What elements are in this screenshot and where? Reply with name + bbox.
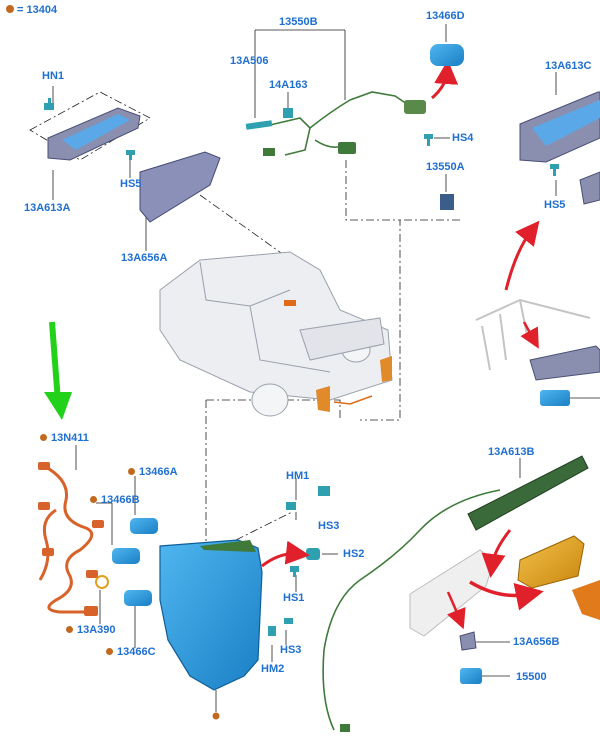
sports-bar-lamp — [529, 345, 600, 381]
label-14a163: 14A163 — [269, 79, 308, 91]
truck-tail-lamp-right — [380, 356, 392, 382]
high-mount-lamp-right — [519, 91, 600, 205]
label-hs5-right: HS5 — [544, 199, 566, 211]
harness-end-connector — [340, 724, 350, 732]
label-13n411-wrap: 13N411 — [40, 432, 89, 445]
red-arrow-to-lamp — [481, 529, 512, 578]
label-hm1: HM1 — [286, 470, 310, 482]
connector-14a163 — [283, 108, 293, 118]
tail-lamp-gasket — [200, 540, 256, 552]
fastener-hs1 — [290, 566, 299, 577]
label-13466d: 13466D — [426, 10, 465, 22]
fastener-hm1 — [286, 486, 330, 510]
fastener-hs2 — [306, 548, 320, 560]
label-13550a: 13550A — [426, 161, 465, 173]
label-hm2: HM2 — [261, 663, 285, 675]
label-hn1: HN1 — [42, 70, 65, 82]
red-arrow-to-amber — [469, 580, 544, 611]
connector-13a506 — [245, 120, 273, 130]
harness-connector-2 — [338, 142, 356, 154]
bracket-13a656b — [459, 631, 477, 651]
cargo-lamp-harness — [322, 489, 501, 731]
truck-harness-highlight — [333, 395, 373, 405]
legend: = 13404 — [6, 4, 57, 16]
label-hs3-bottom: HS3 — [280, 644, 302, 656]
label-13a613b: 13A613B — [488, 446, 535, 458]
screw-hs5-right — [550, 164, 559, 176]
lamp-amber — [517, 535, 585, 589]
sports-bar-socket — [540, 390, 570, 406]
label-13a656a: 13A656A — [121, 252, 168, 264]
label-13550b: 13550B — [279, 16, 318, 28]
grommet-13a390 — [95, 575, 109, 589]
label-13a506: 13A506 — [230, 55, 269, 67]
truck-stop-lamp — [284, 300, 296, 306]
label-13n411: 13N411 — [51, 432, 89, 444]
truck-tail-lamp-left — [316, 386, 330, 412]
green-arrow — [49, 321, 61, 403]
label-13466b: 13466B — [90, 494, 140, 507]
red-arrow-13466d — [431, 60, 459, 100]
tail-lamp-drain — [212, 712, 220, 720]
label-hs2: HS2 — [343, 548, 365, 560]
pickup-truck — [159, 251, 393, 417]
lamp-13a613b — [467, 455, 589, 531]
bulb-socket-13466d — [430, 44, 464, 66]
screw-hs5-left — [126, 150, 135, 160]
fastener-hs3-bottom — [268, 618, 293, 636]
label-hs5-left: HS5 — [120, 178, 142, 190]
label-hs4: HS4 — [452, 132, 474, 144]
screw-hs4 — [424, 134, 433, 146]
red-arrow-hs2 — [261, 540, 310, 568]
label-13466c: 13466C — [106, 646, 156, 659]
harness-13n411-plugs — [38, 462, 104, 616]
label-13a613c: 13A613C — [545, 60, 592, 72]
red-arrow-to-13a656b — [446, 591, 466, 630]
label-hs1: HS1 — [283, 592, 305, 604]
label-13466a: 13466A — [128, 466, 178, 479]
socket-13466b — [112, 548, 140, 564]
tail-lamp-harness-13n411 — [38, 464, 94, 614]
lamp-bezel-13a656a — [139, 151, 221, 223]
socket-15500 — [460, 668, 482, 684]
lamp-bezel-white — [409, 549, 495, 637]
label-15500: 15500 — [516, 671, 547, 683]
label-hs3-top: HS3 — [318, 520, 340, 532]
clip-hn1 — [44, 98, 54, 110]
lamp-amber-edge — [572, 580, 600, 620]
harness-connector-1 — [263, 148, 275, 156]
label-13a390: 13A390 — [66, 624, 116, 637]
high-mount-lamp-left — [47, 107, 141, 161]
socket-13466c — [124, 590, 152, 606]
leader-lines — [52, 24, 600, 677]
red-arrow-up-right — [504, 220, 540, 291]
label-13a656b: 13A656B — [513, 636, 560, 648]
legend-code: 13404 — [26, 4, 58, 16]
tail-lamp-assembly — [159, 539, 263, 691]
legend-symbol: = — [17, 4, 24, 16]
green-arrow-head — [44, 392, 72, 420]
legend-dot — [6, 5, 14, 13]
red-arrow-small-right — [520, 321, 539, 349]
harness-connector-3 — [404, 100, 426, 114]
socket-13466a — [130, 518, 158, 534]
connector-13550a — [440, 194, 454, 210]
label-13a613a: 13A613A — [24, 202, 71, 214]
